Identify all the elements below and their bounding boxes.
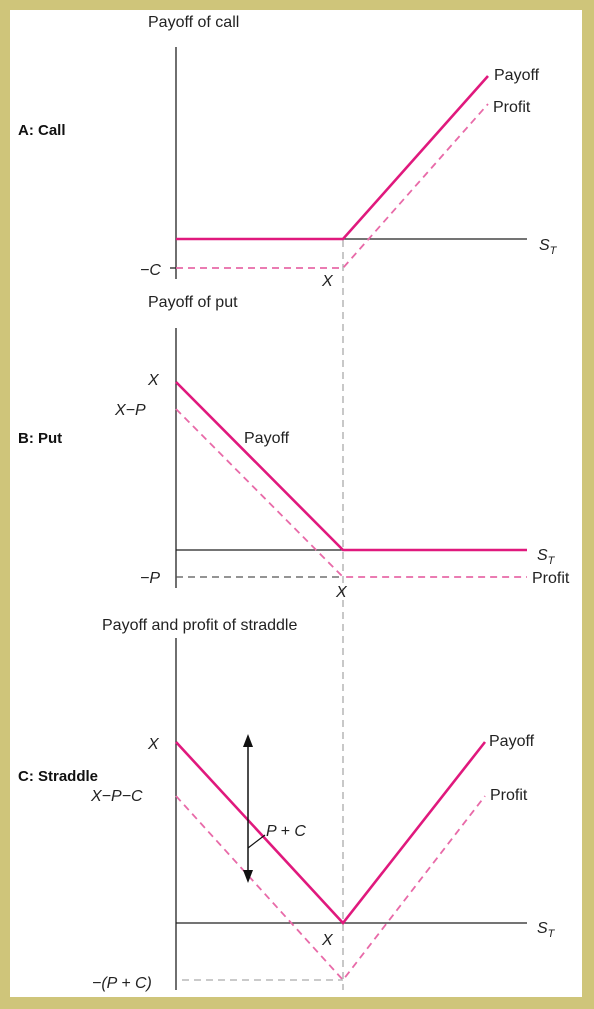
option-payoff-figure: Payoff of call A: Call ST Payoff Profit … [18,14,570,992]
panel-c-x-axis-label: ST [537,920,556,940]
panel-b-label: B: Put [18,430,62,447]
panel-a-y-tick-minus-c: −C [140,262,161,279]
panel-c-y-tick-x-minus-p-minus-c: X−P−C [90,788,143,805]
panel-a-payoff-line [176,75,489,241]
figure-frame: Payoff of call A: Call ST Payoff Profit … [10,10,582,997]
panel-a-y-title: Payoff of call [148,14,239,31]
panel-b-payoff-label: Payoff [244,430,290,447]
panel-c-label: C: Straddle [18,768,98,785]
panel-c-profit-line [175,795,486,982]
panel-c-straddle: Payoff and profit of straddle C: Straddl… [18,617,556,992]
panel-b-x-tick-x: X [335,584,348,601]
panel-c-payoff-line [175,741,487,926]
panel-a-x-tick-x: X [321,273,334,290]
panel-c-x-tick-x: X [321,932,334,949]
panel-a-label: A: Call [18,122,66,139]
panel-b-y-tick-x: X [147,372,160,389]
panel-c-y-tick-minus-p-plus-c: −(P + C) [92,975,152,992]
panel-b-y-tick-x-minus-p: X−P [114,402,146,419]
p-plus-c-annotation: P + C [266,823,306,840]
panel-b-profit-line [175,408,527,578]
panel-b-payoff-line [175,381,527,552]
panel-a-x-axis-label: ST [539,237,558,257]
panel-b-x-axis-label: ST [537,547,556,567]
panel-a-profit-line [176,103,489,269]
p-plus-c-arrow [243,734,266,883]
panel-a-call: Payoff of call A: Call ST Payoff Profit … [18,14,558,290]
panel-b-y-title: Payoff of put [148,294,238,311]
panel-c-profit-label: Profit [490,787,528,804]
panel-a-payoff-label: Payoff [494,67,540,84]
panel-b-y-tick-minus-p: −P [140,570,160,587]
panel-c-y-title: Payoff and profit of straddle [102,617,297,634]
panel-b-profit-label: Profit [532,570,570,587]
panel-c-y-tick-x: X [147,736,160,753]
panel-b-put: Payoff of put B: Put ST Payoff Profit X … [18,294,570,601]
panel-c-payoff-label: Payoff [489,733,535,750]
panel-a-profit-label: Profit [493,99,531,116]
